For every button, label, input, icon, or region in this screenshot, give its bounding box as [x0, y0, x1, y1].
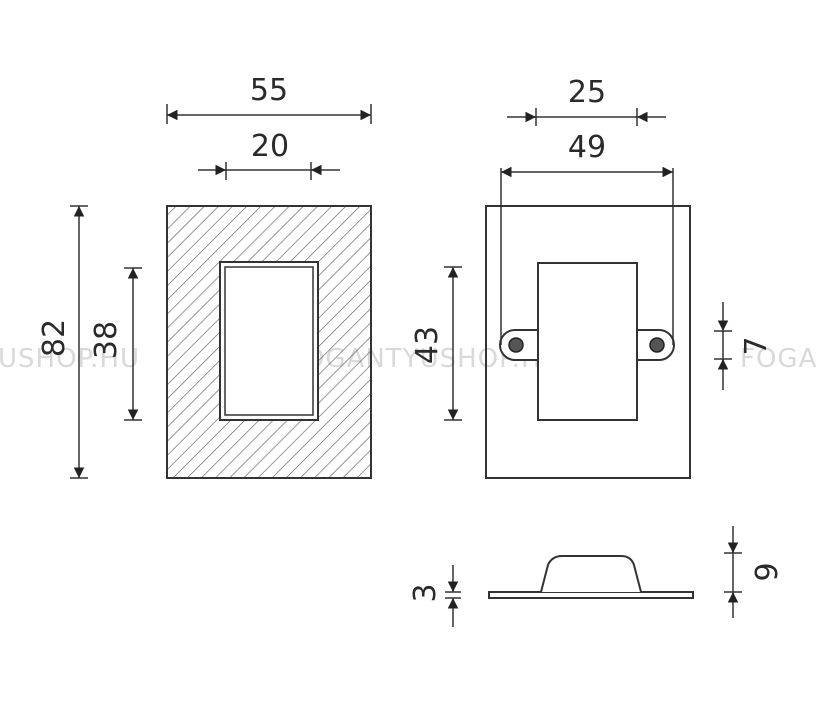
dim-label-3: 3: [408, 583, 443, 602]
screw-hole-right: [649, 337, 665, 353]
side-grip-profile: [540, 555, 642, 593]
dim-label-9: 9: [750, 562, 785, 581]
back-recess-box: [537, 262, 638, 421]
back-view: 49 25 43 7: [410, 75, 774, 479]
dim-label-38: 38: [89, 321, 124, 359]
dim-label-49: 49: [568, 130, 606, 165]
side-view: 3 9: [408, 526, 785, 627]
front-view: 55 20 82 38: [37, 73, 372, 479]
front-recess-inner: [224, 266, 314, 416]
watermark-left: USHOP.HU: [0, 344, 140, 374]
dim-label-7: 7: [739, 336, 774, 355]
screw-hole-left: [508, 337, 524, 353]
dim-label-55: 55: [250, 73, 288, 108]
dim-label-43: 43: [410, 326, 445, 364]
dim-label-20: 20: [251, 129, 289, 164]
side-base-plate: [488, 591, 694, 599]
watermark-right: FOGA: [740, 344, 817, 374]
dim-label-25: 25: [568, 75, 606, 110]
back-outer-plate: [485, 205, 691, 479]
dim-label-82: 82: [37, 319, 72, 357]
front-outer-plate: [166, 205, 372, 479]
